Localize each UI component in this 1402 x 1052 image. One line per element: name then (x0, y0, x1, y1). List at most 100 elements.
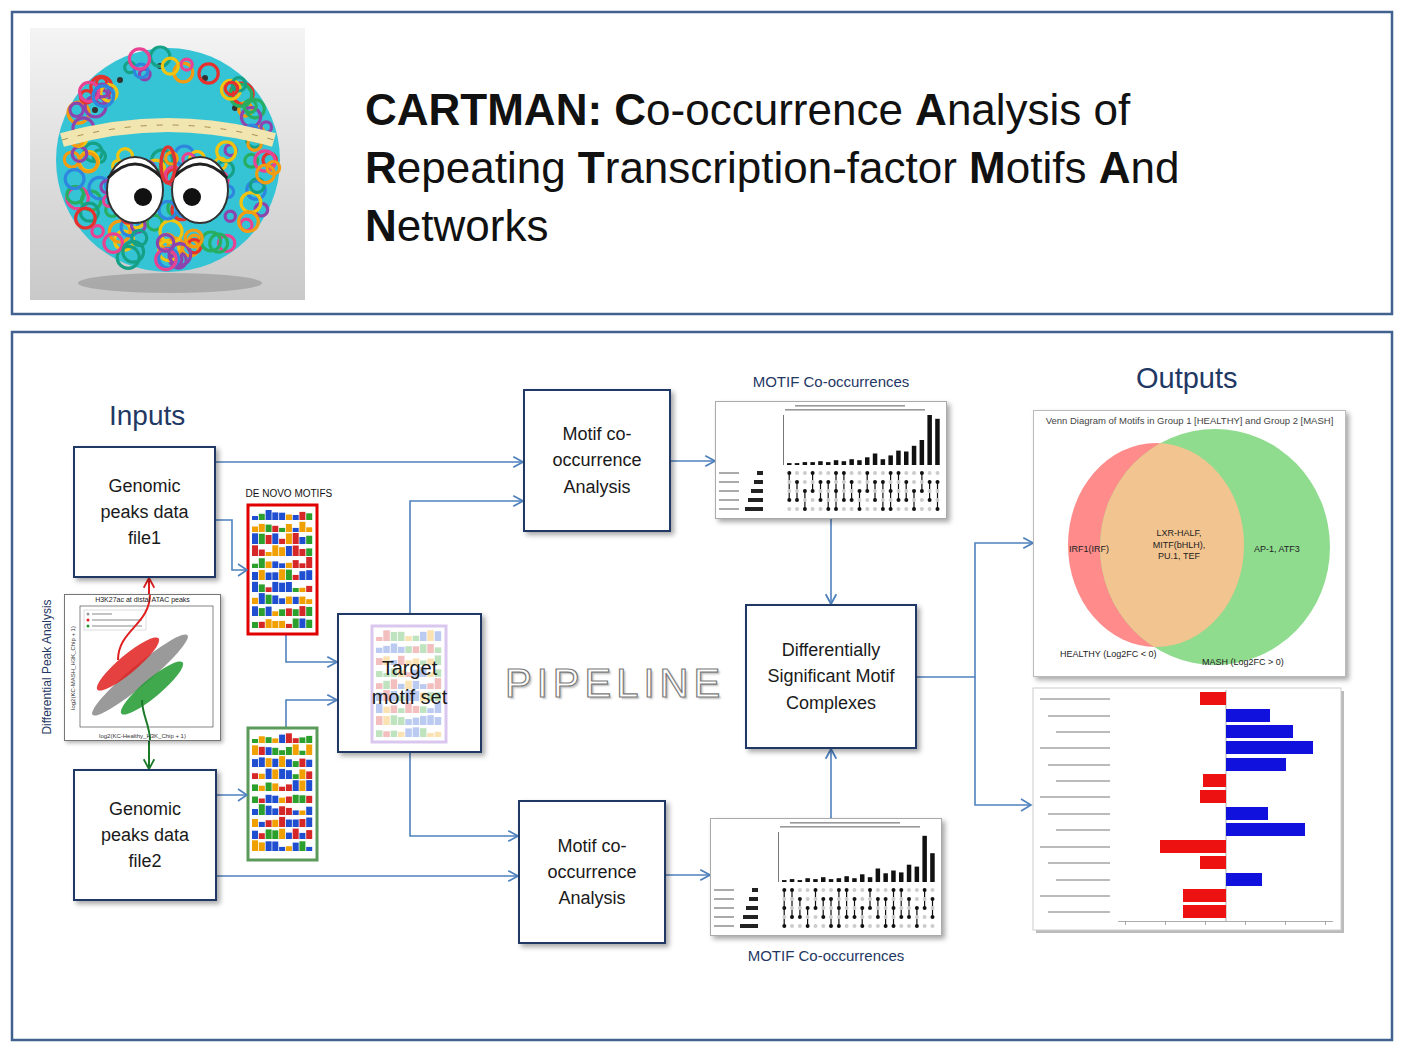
logo-glyph (272, 820, 278, 827)
bar-chart-illustration (1033, 688, 1344, 933)
matrix-dot (915, 924, 919, 928)
matrix-dot (860, 915, 864, 919)
logo-glyph (286, 524, 292, 532)
logo-glyph (286, 582, 292, 592)
matrix-dot (904, 498, 908, 502)
matrix-dot (936, 498, 940, 502)
matrix-link (846, 890, 847, 917)
matrix-dot (853, 888, 857, 892)
matrix-dot (829, 897, 833, 901)
logo-glyph (286, 624, 292, 628)
title-initial: C (614, 85, 646, 134)
matrix-dot (853, 897, 857, 901)
logo-glyph (293, 820, 299, 828)
logo-glyph (259, 799, 265, 804)
matrix-dot (837, 897, 841, 901)
matrix-dot (845, 915, 849, 919)
matrix-dot (798, 915, 802, 919)
matrix-dot (826, 480, 830, 484)
matrix-dot (876, 924, 880, 928)
matrix-dot (795, 489, 799, 493)
coil (239, 212, 259, 232)
matrix-dot (845, 924, 849, 928)
matrix-dot (865, 489, 869, 493)
row-label-line (1056, 731, 1110, 733)
logo-glyph (299, 751, 305, 755)
matrix-dot (873, 471, 877, 475)
matrix-dot (873, 498, 877, 502)
title-initial: T (578, 143, 605, 192)
logo-glyph (299, 588, 305, 592)
logo-glyph (272, 526, 278, 532)
matrix-dot (782, 924, 786, 928)
connector (826, 749, 837, 818)
matrix-dot (837, 906, 841, 910)
matrix-dot (865, 480, 869, 484)
plot-title: H3K27ac at distal ATAC peaks (65, 596, 220, 603)
matrix-dot (936, 471, 940, 475)
logo-glyph (306, 620, 312, 628)
title-initial: M (969, 143, 1006, 192)
plot-bar (904, 452, 909, 466)
matrix-link (898, 473, 899, 500)
matrix-dot (912, 489, 916, 493)
logo-glyph (252, 819, 258, 827)
matrix-dot (897, 498, 901, 502)
node-label: Differentially Significant Motif Complex… (761, 637, 901, 715)
set-label: AP-1, ATF3 (1254, 544, 1300, 554)
chart-bar (1203, 774, 1226, 787)
logo-glyph (286, 747, 292, 755)
matrix-dot (876, 906, 880, 910)
logo-glyph (306, 536, 312, 544)
node-label: Genomic peaks data file2 (95, 796, 195, 874)
target-box: Target motif set (337, 613, 482, 753)
matrix-dot (892, 924, 896, 928)
title-initial: A (915, 85, 947, 134)
plot-bar (790, 879, 795, 882)
node-label: Target motif set (367, 654, 452, 712)
plot-bar (813, 879, 818, 882)
row-label-line (1040, 895, 1110, 897)
title-initial: CARTMAN: (365, 85, 602, 134)
logo-glyph (306, 570, 312, 580)
matrix-dot (858, 489, 862, 493)
chart-bar (1226, 725, 1293, 738)
logo-glyph (306, 818, 312, 828)
matrix-dot (881, 489, 885, 493)
matrix-dot (787, 471, 791, 475)
upset-plots (710, 401, 947, 936)
logo-glyph (259, 593, 265, 604)
row-label-line (1056, 829, 1110, 831)
connector (216, 457, 523, 468)
matrix-dot (907, 915, 911, 919)
logo-glyph (266, 595, 272, 604)
logo-glyph (420, 716, 427, 725)
scatter-plot: H3K27ac at distal ATAC peakslog2(KC-Heal… (64, 594, 221, 741)
matrix-dot (873, 480, 877, 484)
logo-glyph (259, 622, 265, 628)
plot-bar (888, 455, 893, 465)
matrix-dot (858, 480, 862, 484)
matrix-dot (787, 480, 791, 484)
plot-bar (818, 461, 823, 465)
logo-glyph (252, 533, 258, 544)
logo-glyph (259, 774, 265, 779)
logo-glyph (427, 733, 434, 737)
logo-glyph (279, 756, 285, 767)
logo-glyph (376, 658, 383, 665)
row-label-line (1048, 813, 1110, 815)
row-label-line (1040, 846, 1110, 848)
matrix-dot (787, 498, 791, 502)
logo-glyph (420, 632, 427, 641)
chart-ground (1033, 688, 1341, 930)
mascot-band (62, 125, 274, 140)
logo-glyph (272, 738, 278, 743)
logo-glyph (252, 797, 258, 804)
curved-arrow-stem (118, 594, 150, 660)
title-initial: R (365, 143, 397, 192)
matrix-dot (876, 915, 880, 919)
matrix-dot (814, 906, 818, 910)
matrix-dot (798, 924, 802, 928)
matrix-dot (907, 924, 911, 928)
logo-glyph (266, 525, 272, 532)
